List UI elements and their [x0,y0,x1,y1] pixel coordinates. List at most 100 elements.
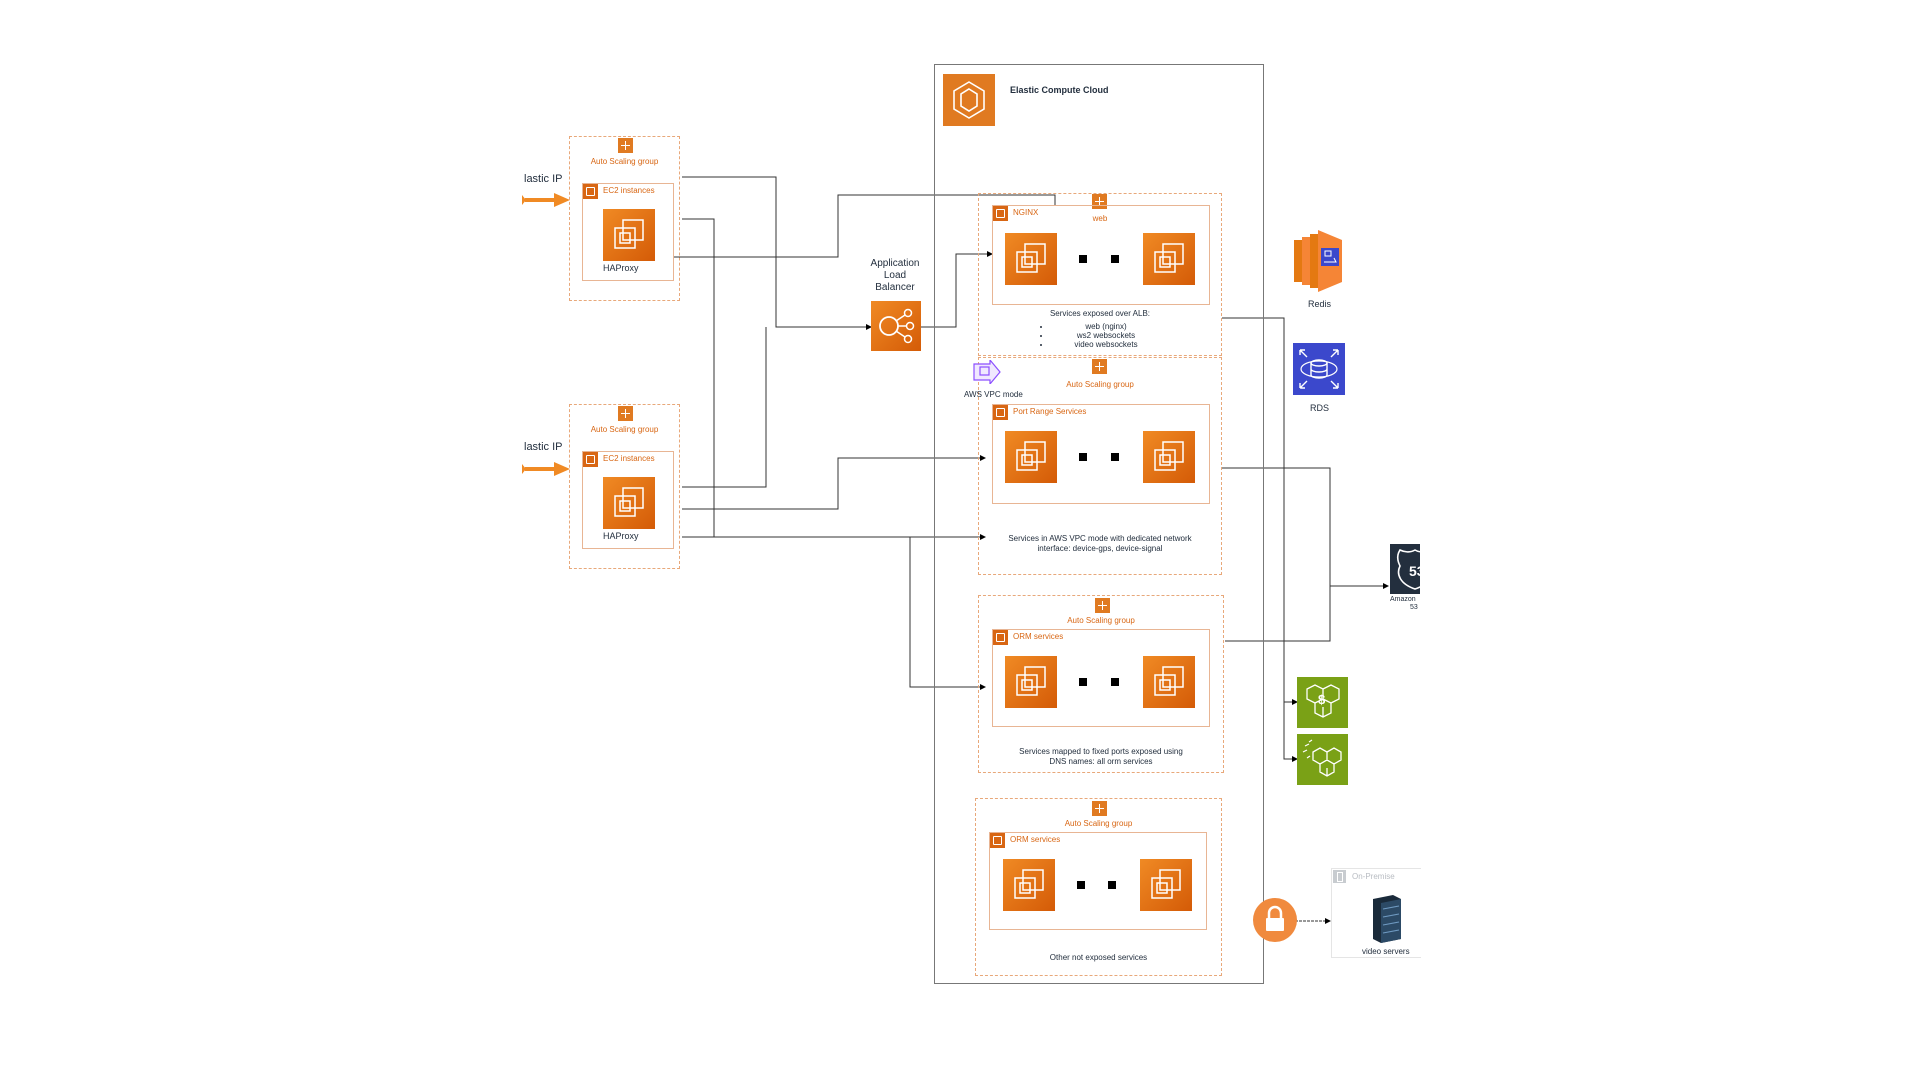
server-rack-icon[interactable] [1369,895,1403,943]
video-servers-label: video servers [1362,947,1410,956]
ec2-group-icon [583,452,598,467]
ec2-title: Elastic Compute Cloud [1010,85,1109,95]
asg-web: web NGINX Services exposed over ALB: web… [978,193,1222,356]
alb-label-line1: Application [870,258,920,269]
orm-group: ORM services [992,629,1210,727]
route53-label-line1: Amazon [1390,596,1416,603]
services-note-line1: Services in AWS VPC mode with dedicated … [1008,534,1192,543]
redis-elasticache-icon[interactable] [1292,230,1346,292]
group-label: NGINX [1013,208,1039,217]
ellipsis-dot [1079,255,1087,263]
orm-internal-group: ORM services [989,832,1207,930]
asg-port-range: Auto Scaling group Port Range Services S… [978,357,1222,575]
nginx-group: NGINX [992,205,1210,305]
asg-label: web [1092,214,1108,223]
ec2-cloud-frame [934,64,1264,984]
ellipsis-dot [1108,881,1116,889]
asg-orm-exposed: Auto Scaling group ORM services Services… [978,595,1224,773]
elastic-ip-label: lastic IP [524,173,563,185]
asg-label: Auto Scaling group [1066,380,1134,389]
ec2-service-icon [943,74,995,126]
ec2-instance-icon[interactable] [1005,431,1057,483]
auto-scaling-icon [1092,359,1107,374]
ellipsis-dot [1111,255,1119,263]
storage-cubes-icon[interactable] [1297,734,1348,785]
ec2-group-icon [583,184,598,199]
svg-text:53: 53 [1409,563,1420,579]
route53-label-line2: 53 [1410,604,1418,611]
on-premise-icon [1333,870,1346,883]
ec2-instance-icon[interactable] [1143,233,1195,285]
asg-label: Auto Scaling group [1067,616,1135,625]
asg-haproxy-2: Auto Scaling group EC2 instances HAProxy [569,404,680,569]
haproxy-instance-icon[interactable] [603,209,655,261]
ec2-instance-icon[interactable] [1005,233,1057,285]
elastic-ip-label: lastic IP [524,441,563,453]
svg-text:$: $ [1318,692,1326,707]
ellipsis-dot [1111,453,1119,461]
vpc-interface-icon [973,360,1001,384]
asg-label: Auto Scaling group [1064,819,1133,828]
ec2-group-icon [993,206,1008,221]
ec2-instances-group-2: EC2 instances HAProxy [582,451,674,549]
services-note-line2: DNS names: all orm services [1049,757,1153,766]
wire-haproxy1-alb [682,176,872,330]
services-note-line1: Services mapped to fixed ports exposed u… [1019,747,1183,756]
ellipsis-dot [1079,678,1087,686]
services-bullet-list: web (nginx) ws2 websockets video websock… [1039,322,1161,349]
ellipsis-dot [1111,678,1119,686]
ec2-instance-icon[interactable] [1143,431,1195,483]
s3-glacier-billing-icon[interactable]: $ [1297,677,1348,728]
group-label: Port Range Services [1013,407,1087,416]
asg-haproxy-1: Auto Scaling group EC2 instances HAProxy [569,136,680,301]
alb-label-line2: Load [883,270,907,281]
haproxy-instance-icon[interactable] [603,477,655,529]
on-premise-group: On-Premise video servers [1331,868,1421,958]
ec2-instance-icon[interactable] [1003,859,1055,911]
services-note-line1: Other not exposed services [1049,953,1148,962]
application-load-balancer-icon[interactable] [871,301,921,351]
bullet-item: web (nginx) [1051,322,1161,331]
group-label: EC2 instances [603,454,655,463]
ellipsis-dot [1077,881,1085,889]
auto-scaling-icon [1095,598,1110,613]
auto-scaling-icon [618,138,633,153]
port-range-group: Port Range Services [992,404,1210,504]
haproxy-label: HAProxy [603,531,639,541]
elastic-ip-arrow-icon [522,193,570,207]
alb-label: Application Load Balancer [860,258,930,294]
services-note-line2: interface: device-gps, device-signal [1037,544,1163,553]
rds-database-icon[interactable] [1293,343,1345,395]
auto-scaling-icon [1092,801,1107,816]
ec2-instance-icon[interactable] [1140,859,1192,911]
on-premise-label: On-Premise [1352,872,1395,881]
elastic-ip-arrow-icon [522,462,570,476]
asg-orm-internal: Auto Scaling group ORM services Other no… [975,798,1222,976]
route53-frame: 53 Amazon 53 [1388,544,1420,614]
ec2-group-icon [993,405,1008,420]
bullet-item: ws2 websockets [1051,331,1161,340]
services-note: Services exposed over ALB: [1049,309,1151,318]
group-label: ORM services [1013,632,1064,641]
asg-label: Auto Scaling group [590,157,659,166]
redis-label: Redis [1308,299,1332,309]
wire-web-storage2 [1283,702,1298,762]
vpn-gateway-lock-icon[interactable] [1253,898,1297,942]
asg-label: Auto Scaling group [590,425,659,434]
auto-scaling-icon [618,406,633,421]
ec2-instance-icon[interactable] [1005,656,1057,708]
haproxy-label: HAProxy [603,263,639,273]
bullet-item: video websockets [1051,340,1161,349]
group-label: ORM services [1010,835,1061,844]
group-label: EC2 instances [603,186,655,195]
rds-label: RDS [1310,403,1330,413]
vpc-mode-label: AWS VPC mode [964,390,1023,399]
ec2-instance-icon[interactable] [1143,656,1195,708]
ellipsis-dot [1079,453,1087,461]
alb-label-line3: Balancer [875,282,915,293]
ec2-instances-group-1: EC2 instances HAProxy [582,183,674,281]
route53-shield-icon[interactable]: 53 [1390,544,1420,594]
wire-haproxy2-alb [682,327,767,488]
ec2-group-icon [990,833,1005,848]
ec2-group-icon [993,630,1008,645]
